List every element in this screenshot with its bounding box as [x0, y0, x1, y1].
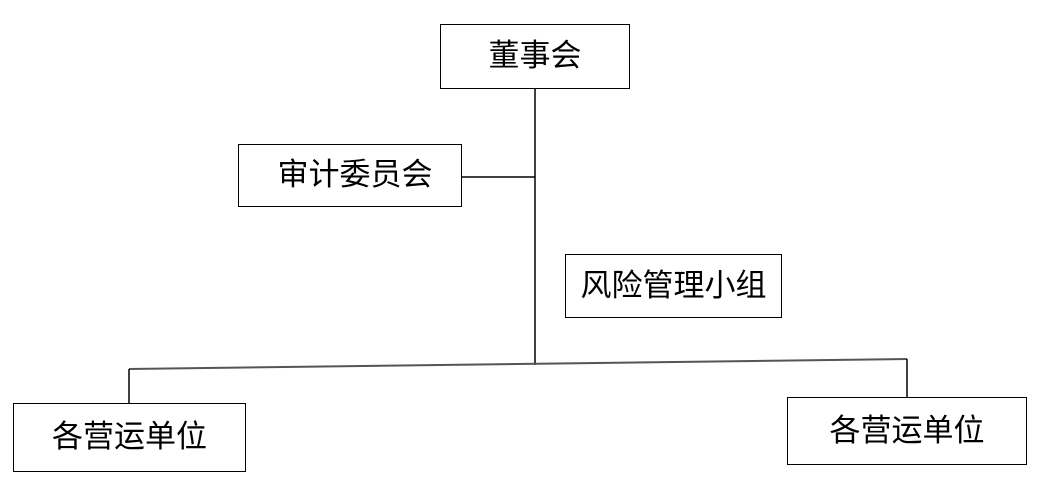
operating-unit-right-label: 各营运单位 [829, 412, 985, 449]
audit-committee-node: 审计委员会 [238, 144, 462, 207]
operating-unit-right-node: 各营运单位 [787, 397, 1027, 465]
audit-committee-label: 审计委员会 [277, 157, 433, 193]
board-label: 董事会 [488, 38, 582, 74]
risk-team-node: 风险管理小组 [565, 254, 782, 318]
operating-unit-left-node: 各营运单位 [13, 403, 246, 472]
board-node: 董事会 [440, 24, 630, 89]
operating-unit-left-label: 各营运单位 [52, 419, 207, 455]
risk-team-label: 风险管理小组 [580, 267, 767, 304]
units-crossbar-line [128, 358, 908, 370]
